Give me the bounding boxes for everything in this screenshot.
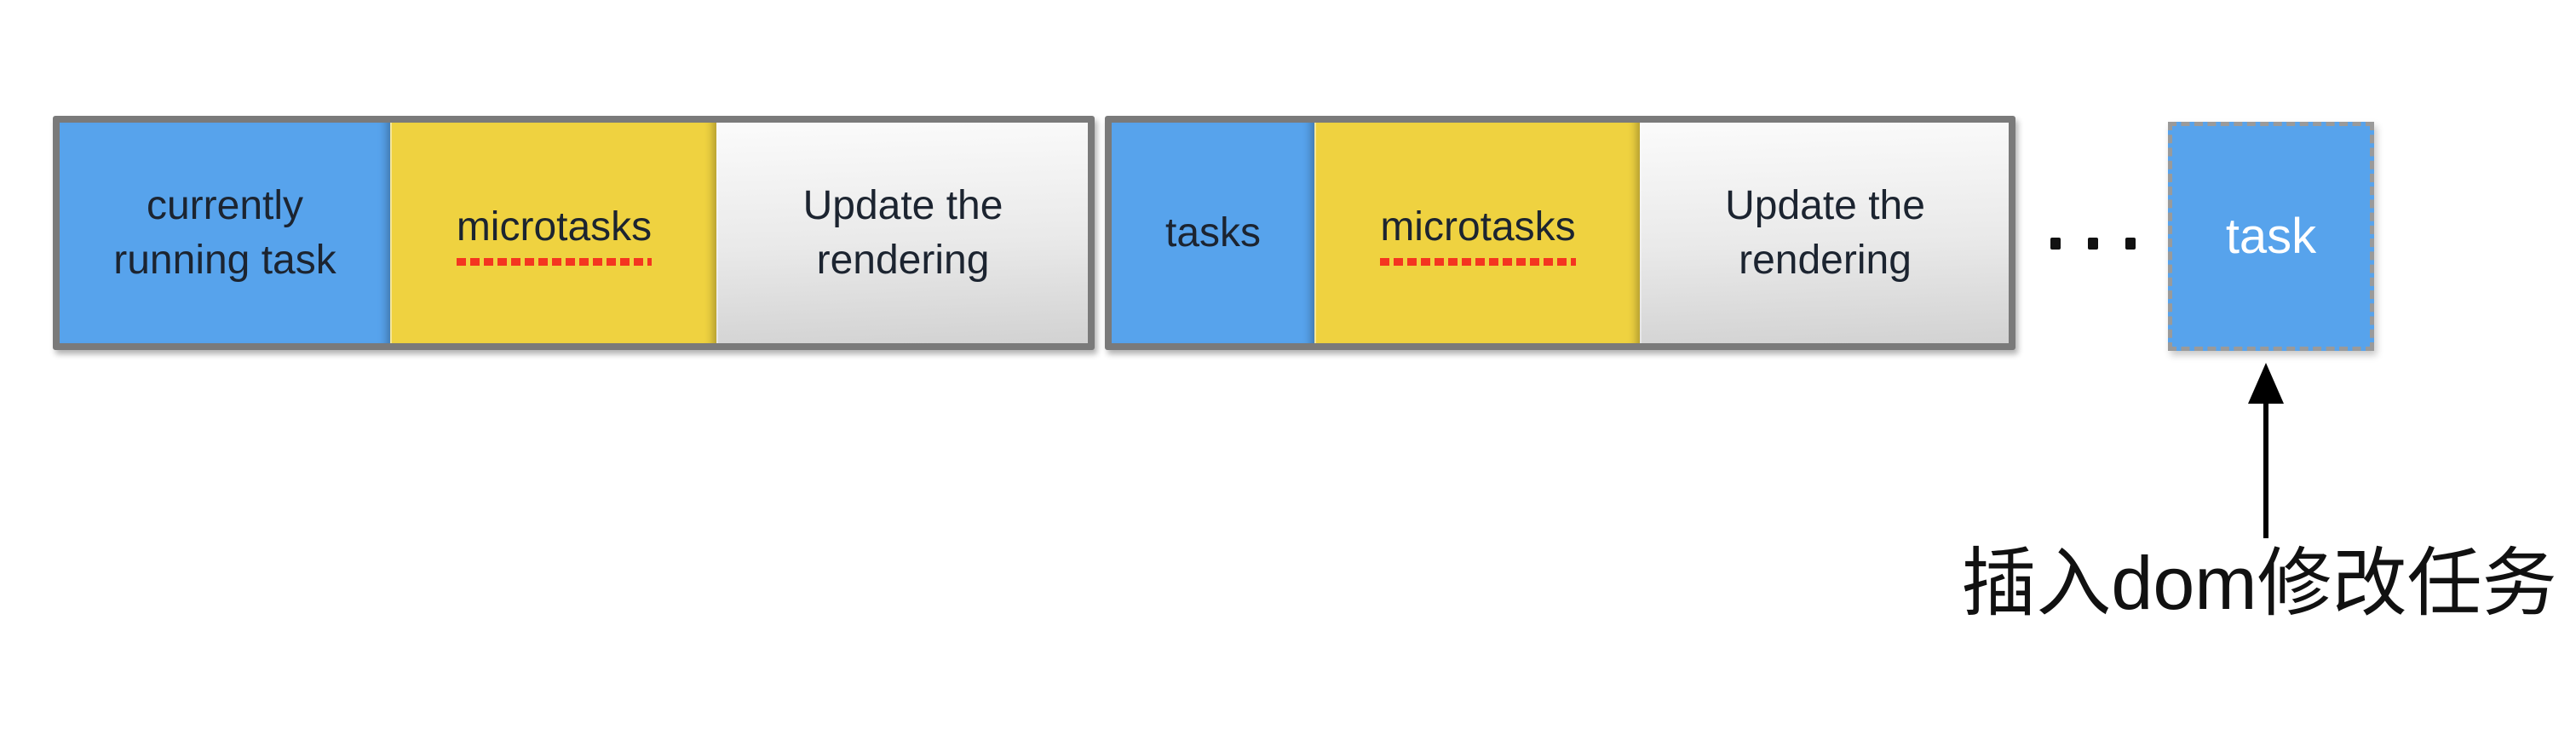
box-currently-running-task: currently running task [60, 123, 390, 343]
caption-insert-dom-task: 插入dom修改任务 [1961, 541, 2557, 625]
box-label: currently running task [113, 182, 336, 283]
task-queue-segment-1: currently running task microtasks Update… [53, 116, 1095, 350]
box-label: Update the rendering [802, 182, 1003, 283]
ellipsis-dot [2050, 238, 2061, 250]
task-queue-segment-2: tasks microtasks Update the rendering [1105, 116, 2015, 350]
ellipsis-icon [2050, 238, 2136, 250]
box-microtasks-2: microtasks [1314, 123, 1640, 343]
ellipsis-dot [2125, 238, 2136, 250]
box-label: microtasks [456, 200, 653, 266]
box-label: Update the rendering [1725, 182, 1925, 283]
inserted-task-label: task [2225, 209, 2317, 264]
ellipsis-dot [2088, 238, 2098, 250]
box-label: tasks [1164, 210, 1262, 255]
box-update-rendering-1: Update the rendering [716, 123, 1088, 343]
box-microtasks-1: microtasks [390, 123, 716, 343]
box-tasks: tasks [1112, 123, 1314, 343]
box-label: microtasks [1380, 200, 1576, 266]
box-update-rendering-2: Update the rendering [1640, 123, 2009, 343]
arrow-up-icon [2248, 363, 2284, 538]
inserted-task-box: task [2168, 122, 2374, 351]
